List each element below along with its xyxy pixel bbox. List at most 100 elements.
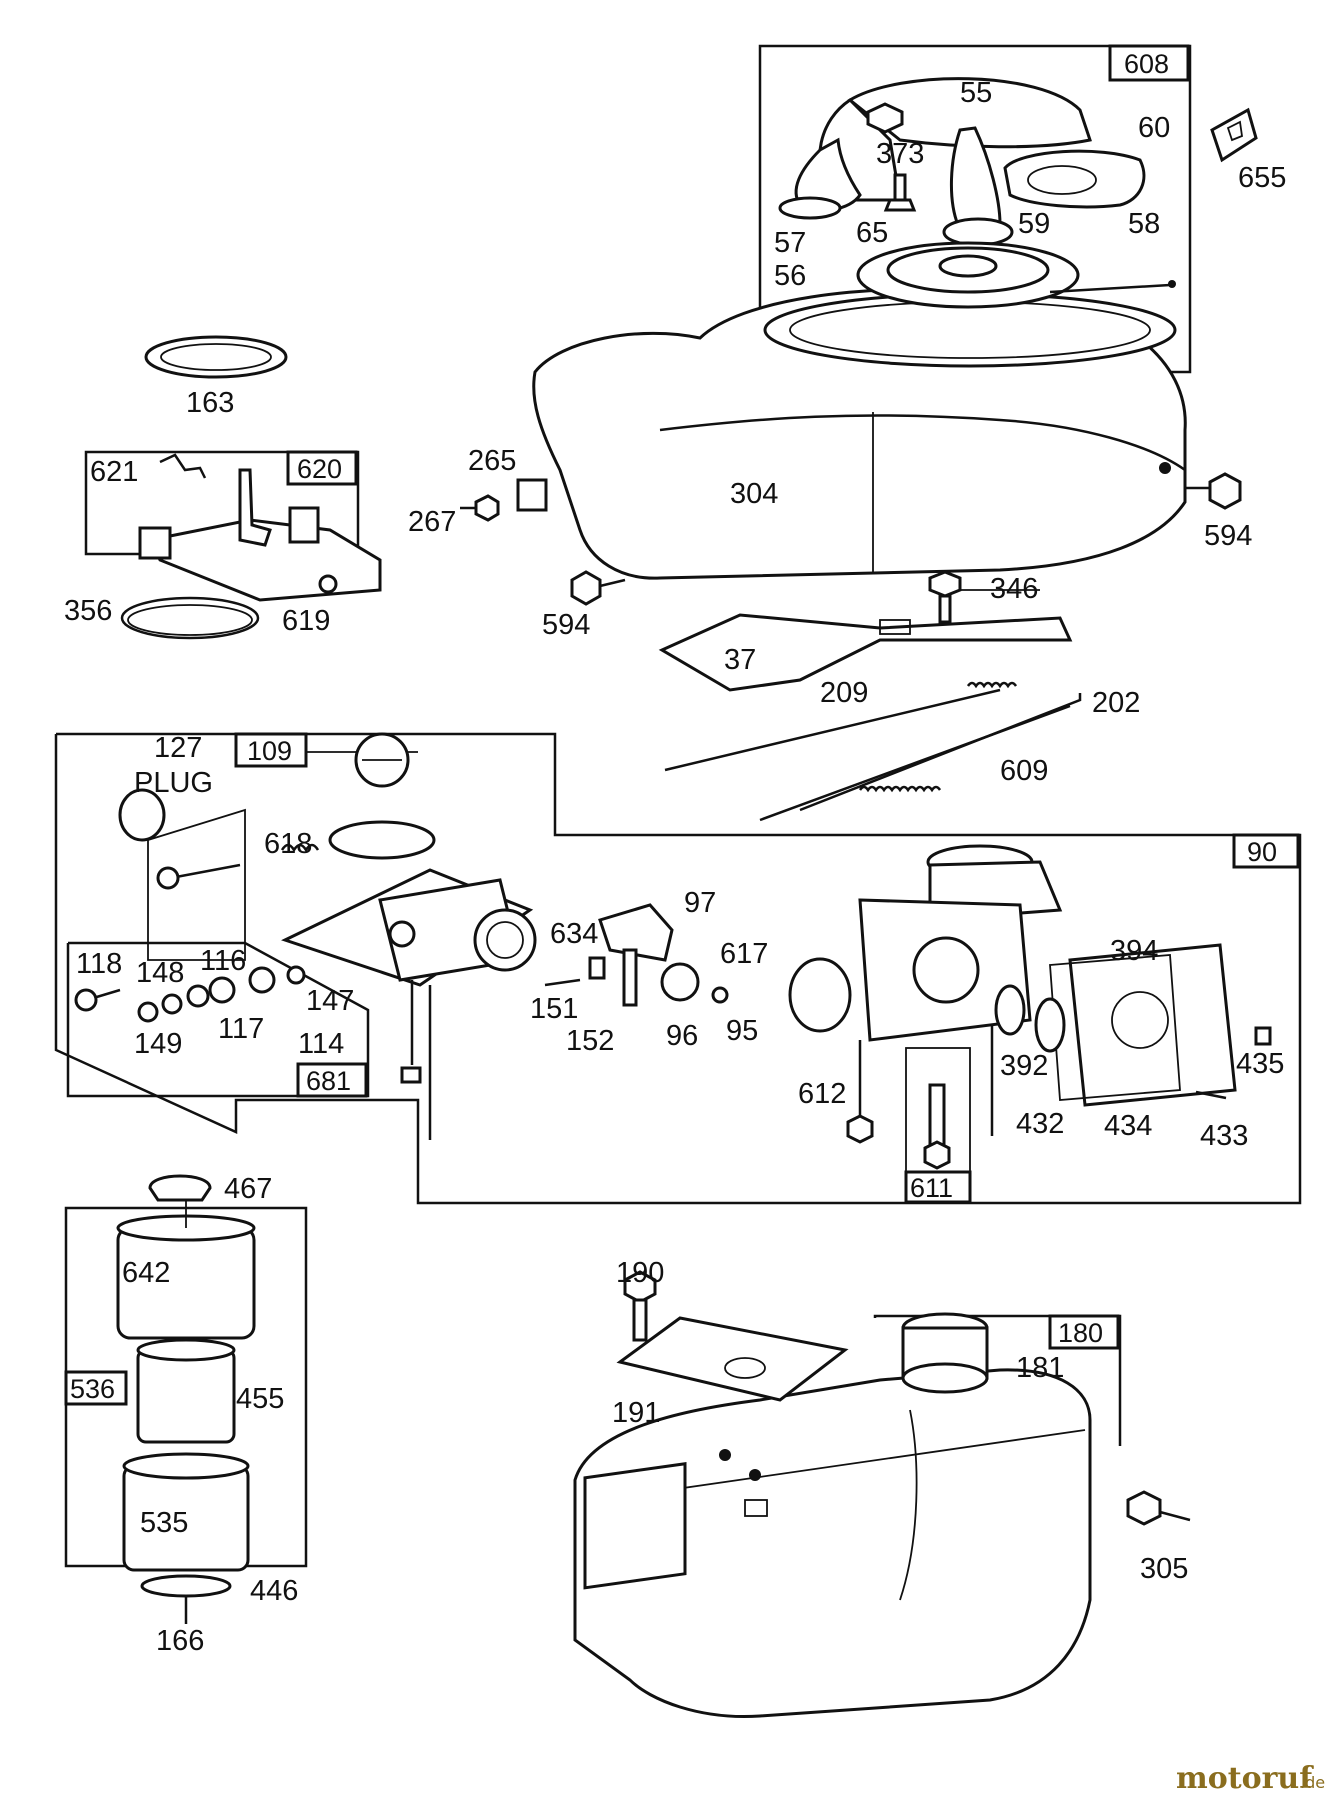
tank-slot — [744, 1499, 768, 1517]
needle-valve-parts — [74, 965, 306, 1023]
callout-166: 166 — [156, 1625, 204, 1657]
callout-304: 304 — [730, 478, 778, 510]
screw-190-head — [623, 1270, 657, 1304]
screw-151-shape — [544, 978, 581, 987]
callout-116: 116 — [200, 945, 246, 977]
tank-hole-b — [749, 1469, 761, 1481]
callout-265: 265 — [468, 445, 516, 477]
ring-163-inner — [160, 343, 272, 371]
starter-pawl-cup-inner — [1027, 165, 1097, 195]
callout-619: 619 — [282, 605, 330, 637]
starter-pawl-cup — [1003, 149, 1146, 209]
carb-throat — [328, 820, 436, 860]
part-432-shape — [1034, 997, 1066, 1053]
clip-655-shape — [1210, 107, 1258, 163]
tank-hole-a — [719, 1449, 731, 1461]
callout-594-left: 594 — [542, 609, 590, 641]
washer-446-shape — [140, 1574, 232, 1598]
callout-118: 118 — [76, 948, 122, 980]
gasket-191-shape — [616, 1316, 849, 1402]
callout-621: 621 — [90, 456, 138, 488]
choke-knob — [156, 866, 180, 890]
bracket-tab — [288, 506, 320, 544]
spring-609 — [858, 785, 942, 793]
screw-435-shape — [1254, 1026, 1272, 1046]
box-109 — [234, 732, 308, 768]
screw-65-head — [883, 198, 917, 212]
nut-373-shape — [866, 102, 904, 134]
link-209-rod — [664, 688, 1001, 772]
screw-305-shaft — [1159, 1510, 1191, 1522]
callout-435: 435 — [1236, 1048, 1284, 1080]
link-621-shape — [159, 453, 207, 479]
callout-609: 609 — [1000, 755, 1048, 787]
carb-nut — [400, 1066, 422, 1084]
watermark-brand: motoruf — [1176, 1761, 1314, 1796]
carbr-nut — [846, 1114, 874, 1144]
spring-209 — [966, 681, 1018, 689]
inset-panel — [147, 808, 246, 961]
carb-bore — [473, 908, 537, 972]
callout-60: 60 — [1138, 112, 1170, 144]
carbr-gasket-617 — [788, 957, 852, 1033]
callout-127: 127 — [154, 732, 202, 764]
callout-56: 56 — [774, 260, 806, 292]
cap-181-bottom — [901, 1362, 989, 1394]
part-116-shape — [208, 976, 236, 1004]
part-149-shape — [137, 1001, 159, 1023]
box-681 — [296, 1062, 368, 1098]
callout-152: 152 — [566, 1025, 614, 1057]
ring-356-shape — [120, 596, 260, 640]
part-148-shape — [161, 993, 183, 1015]
starter-foot — [778, 196, 842, 220]
spring-618-shape — [280, 843, 320, 853]
bracket-arm — [238, 468, 272, 547]
callout-117: 117 — [218, 1013, 264, 1045]
callout-594-right: 594 — [1204, 520, 1252, 552]
screw-190-shaft — [632, 1298, 648, 1342]
callout-37: 37 — [724, 644, 756, 676]
box-620 — [286, 450, 358, 486]
callout-267: 267 — [408, 506, 456, 538]
callout-617: 617 — [720, 938, 768, 970]
callout-55: 55 — [960, 77, 992, 109]
callout-618: 618 — [264, 828, 312, 860]
callout-432: 432 — [1016, 1108, 1064, 1140]
callout-97: 97 — [684, 887, 716, 919]
rope-end — [1168, 280, 1176, 288]
pin-433-shape — [1195, 1090, 1227, 1100]
box-90 — [1232, 833, 1300, 869]
carbr-bore — [912, 936, 980, 1004]
callout-373: 373 — [876, 138, 924, 170]
callout-612: 612 — [798, 1078, 846, 1110]
callout-535: 535 — [140, 1507, 188, 1539]
element-455-top — [136, 1338, 236, 1362]
callout-634: 634 — [550, 918, 598, 950]
callout-plug: PLUG — [134, 767, 213, 799]
box-180 — [1048, 1314, 1120, 1350]
fuel-tank — [573, 1312, 1092, 1719]
box-536 — [64, 1370, 128, 1406]
callout-58: 58 — [1128, 208, 1160, 240]
baffle-slot — [879, 619, 911, 635]
watermark-suffix: .de — [1300, 1773, 1325, 1792]
callout-190: 190 — [616, 1257, 664, 1289]
screw-594-left-shaft — [599, 578, 626, 588]
callout-455: 455 — [236, 1383, 284, 1415]
screw-346-shaft — [938, 594, 952, 624]
box-label-180: 180 — [1058, 1318, 1103, 1348]
part-114-shape — [248, 966, 276, 994]
diaphragm-cover-434 — [1068, 943, 1237, 1107]
callout-209: 209 — [820, 677, 868, 709]
group-box-labels: 608 620 109 90 681 611 536 180 — [64, 44, 1300, 1406]
box-label-681: 681 — [306, 1066, 351, 1096]
callout-346: 346 — [990, 573, 1038, 605]
element-455-shape — [136, 1348, 236, 1444]
carb-fitting — [388, 920, 416, 948]
box-label-620: 620 — [297, 454, 342, 484]
watermark-logo: motoruf .de — [1176, 1761, 1325, 1796]
diaphragm-394 — [1049, 954, 1181, 1101]
box-611 — [904, 1170, 972, 1204]
starter-rope — [1049, 283, 1171, 294]
